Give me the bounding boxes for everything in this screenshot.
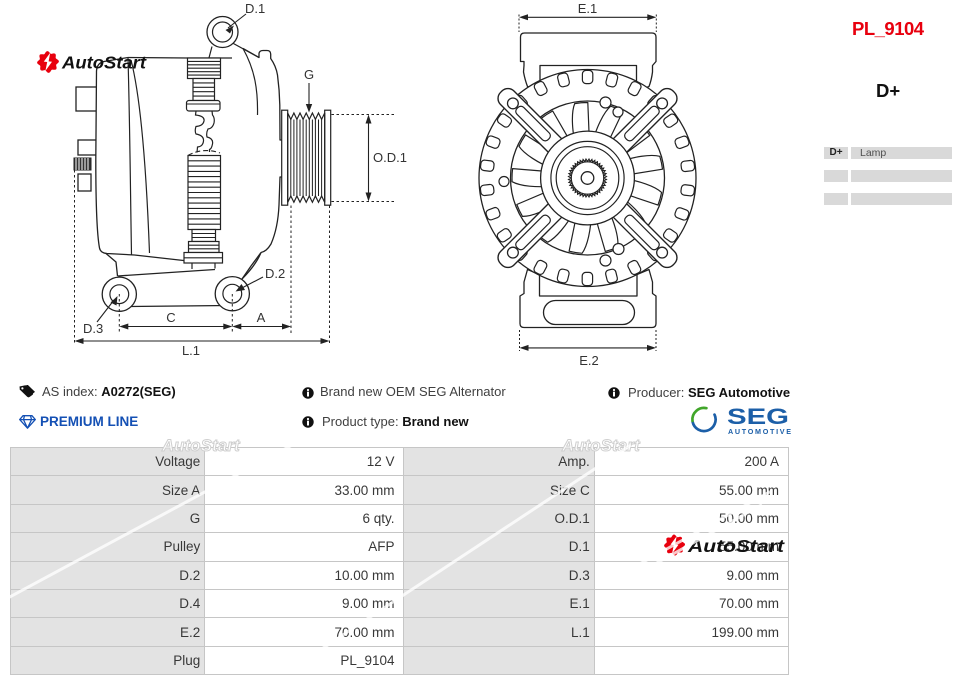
- svg-text:D.3: D.3: [83, 321, 103, 336]
- svg-text:C: C: [166, 310, 175, 325]
- svg-text:AUTOMOTIVE: AUTOMOTIVE: [728, 427, 793, 436]
- svg-text:E.2: E.2: [579, 353, 599, 368]
- svg-text:E.1: E.1: [578, 1, 598, 16]
- svg-text:D.2: D.2: [265, 266, 285, 281]
- svg-text:AutoStart: AutoStart: [61, 53, 147, 73]
- svg-text:AutoStart: AutoStart: [687, 536, 786, 556]
- svg-text:A: A: [257, 310, 266, 325]
- svg-text:G: G: [304, 67, 314, 82]
- svg-text:O.D.1: O.D.1: [373, 150, 407, 165]
- svg-text:L.1: L.1: [182, 343, 200, 358]
- svg-text:SEG: SEG: [727, 404, 789, 429]
- svg-text:D.1: D.1: [245, 1, 265, 16]
